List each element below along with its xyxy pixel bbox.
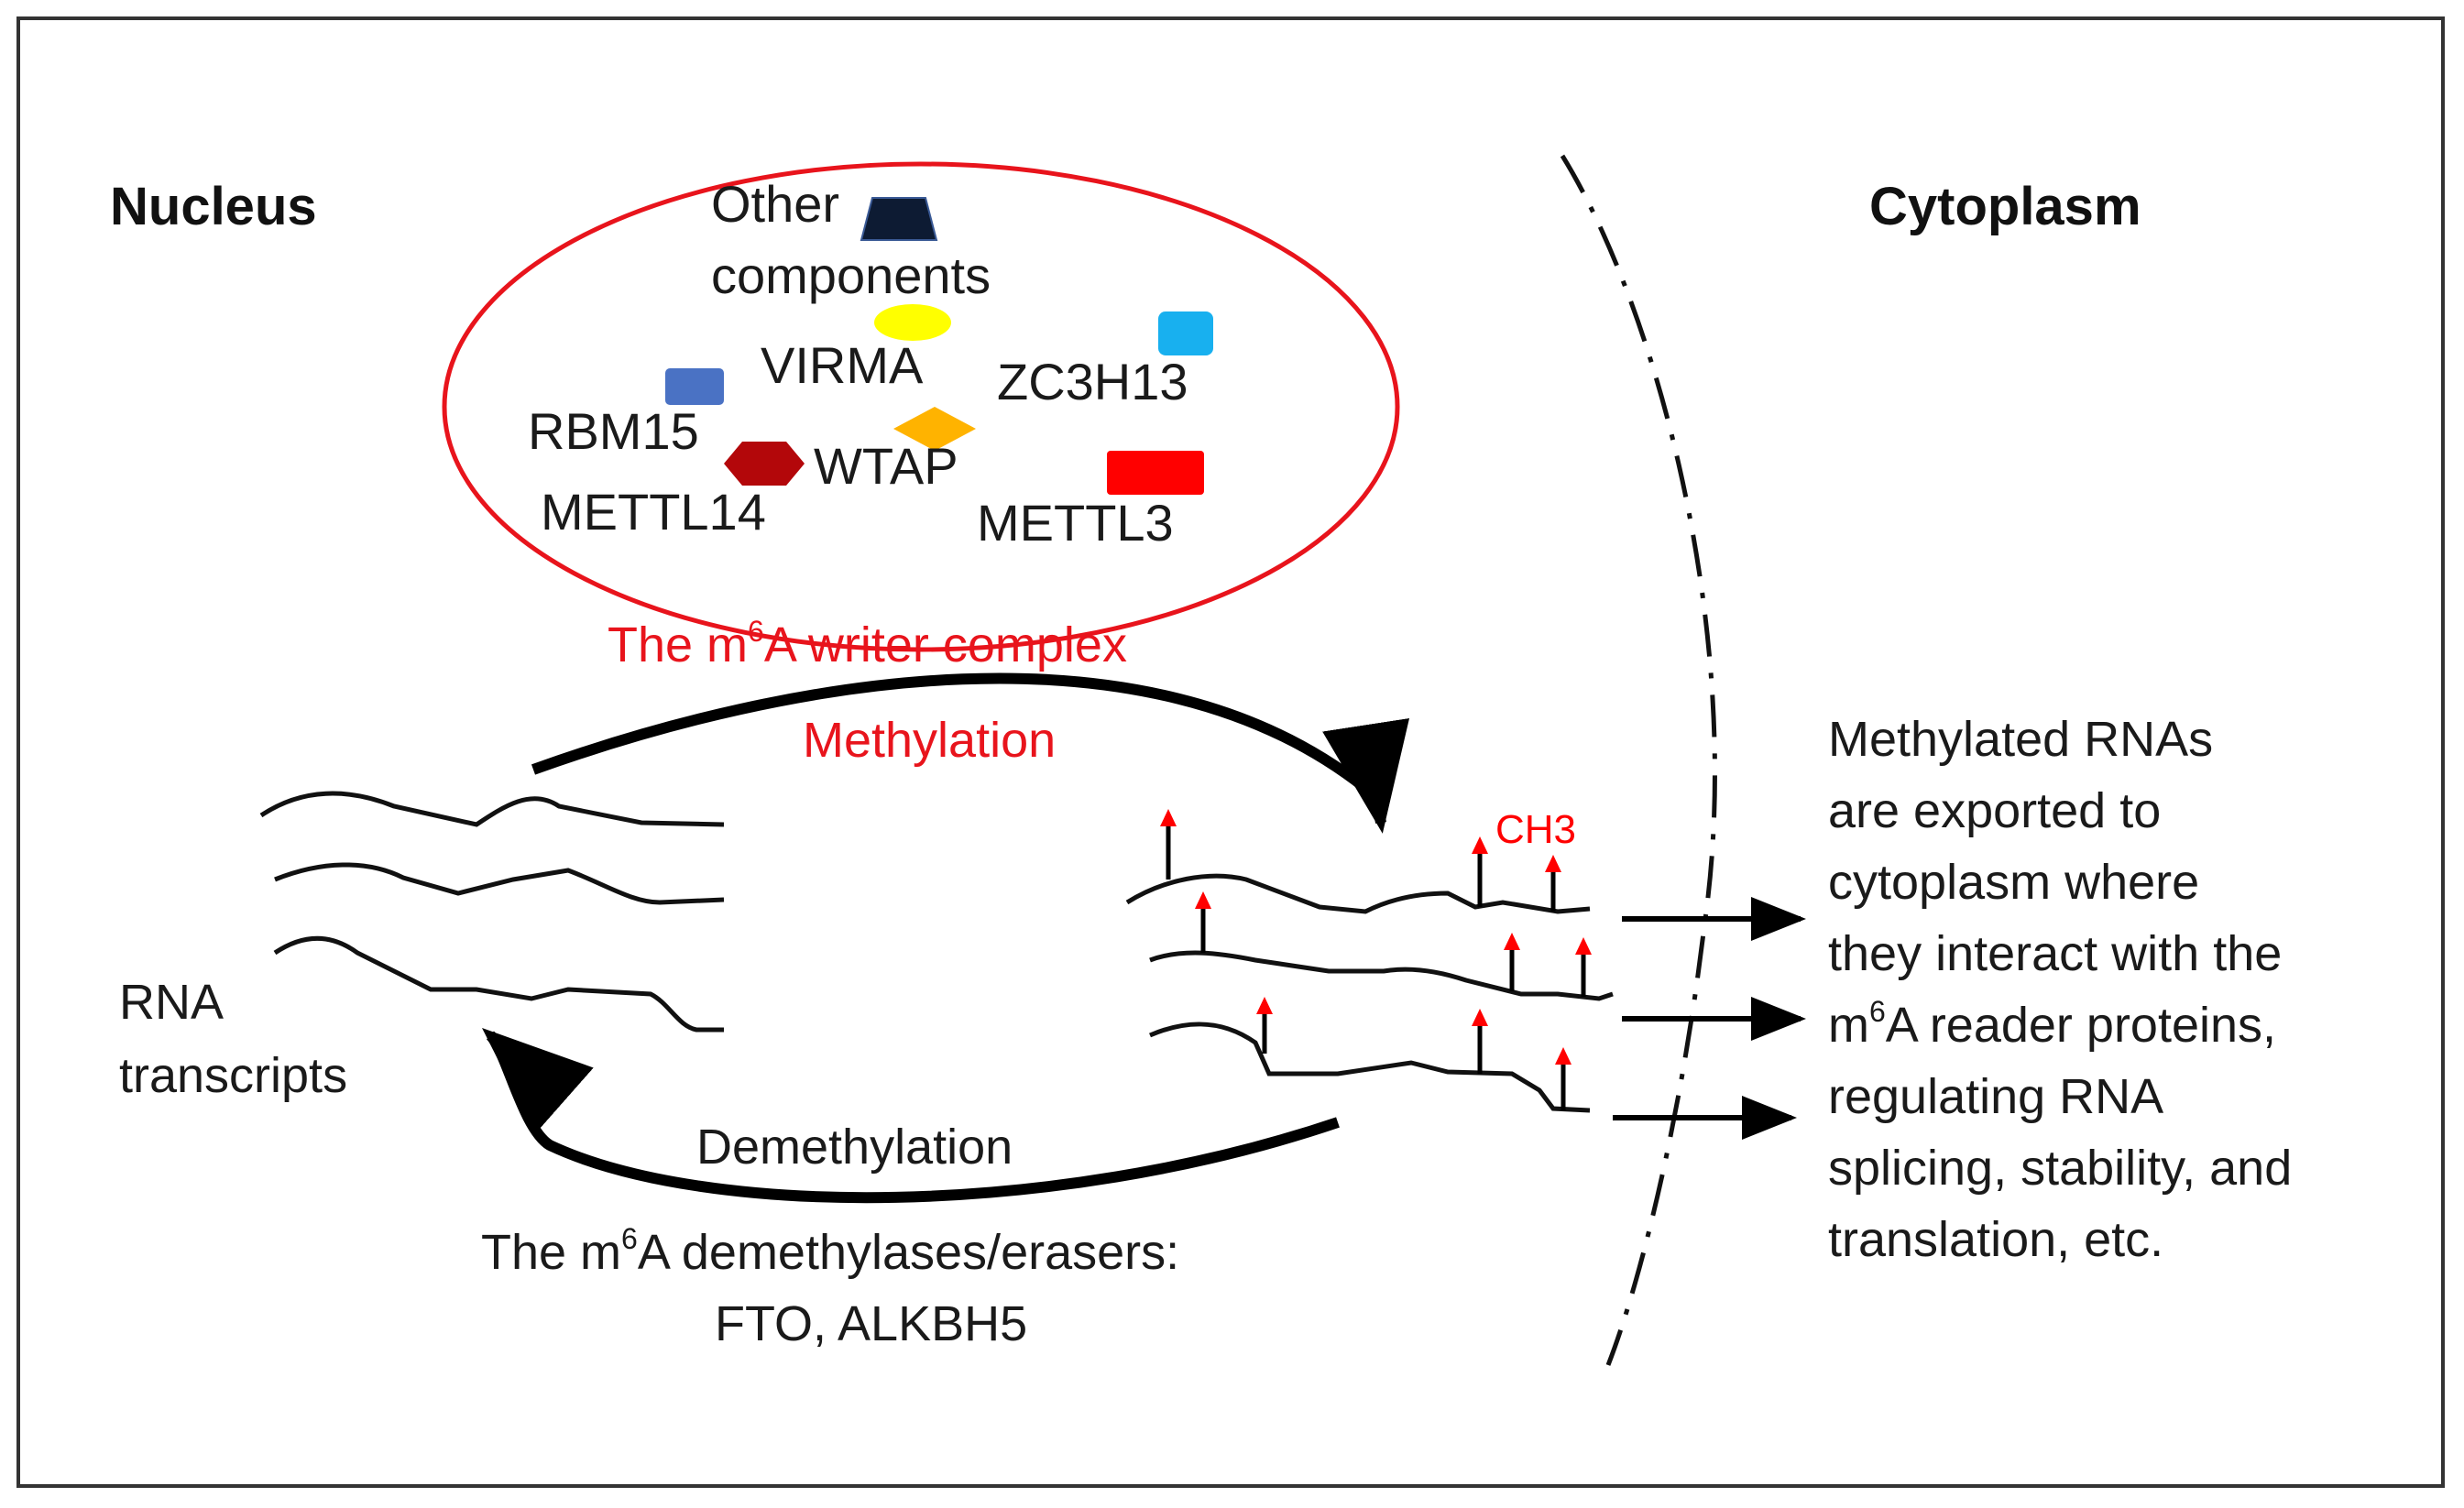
export-line-6: regulating RNA [1828,1069,2163,1124]
demethylation-label: Demethylation [696,1120,1013,1175]
export-description: Methylated RNAs are exported to cytoplas… [1828,712,2292,1267]
methylated-rna-3 [1149,1022,1591,1113]
other-components-label-line2: components [711,246,991,304]
rbm15-label: RBM15 [528,402,699,460]
rbm15-icon [665,368,724,405]
methylation-label: Methylation [803,713,1056,768]
methyl-mark-head [1545,855,1561,872]
zc3h13-icon [1158,311,1213,355]
export-line-7: splicing, stability, and [1828,1141,2292,1196]
demethylation-arrow [482,1028,1340,1204]
mettl3-label: METTL3 [977,494,1174,552]
rna-transcript-2 [274,862,725,905]
wtap-icon [893,407,976,451]
export-line-8: translation, etc. [1828,1212,2163,1267]
mettl14-icon [724,442,805,486]
methyl-marks [1160,809,1592,1110]
rna-transcripts-label-line2: transcripts [119,1048,347,1103]
methyl-mark-head [1504,933,1520,950]
ch3-label: CH3 [1495,807,1576,852]
methyl-mark-head [1256,997,1273,1014]
erasers-line2: FTO, ALKBH5 [715,1296,1027,1351]
methylation-arrow [531,672,1409,834]
export-line-4: they interact with the [1828,926,2282,981]
export-line-2: are exported to [1828,783,2161,838]
methyl-mark-head [1575,937,1592,955]
mettl3-icon [1107,451,1204,495]
zc3h13-label: ZC3H13 [997,353,1188,410]
writer-complex-ellipse [442,161,1400,652]
methyl-mark-head [1472,1009,1488,1026]
methyl-mark-head [1160,809,1177,826]
nucleus-label: Nucleus [110,177,317,236]
rna-transcript-1 [259,791,725,827]
rna-transcripts-label-line1: RNA [119,975,224,1030]
methyl-mark-head [1195,891,1211,909]
methylated-rna-1 [1125,873,1591,914]
rna-transcript-3 [273,935,724,1033]
methyl-mark-head [1472,836,1488,854]
virma-label: VIRMA [761,336,924,394]
wtap-label: WTAP [814,437,958,495]
export-line-5: m6A reader proteins, [1828,995,2276,1053]
methylated-rna-2 [1149,950,1614,1001]
writer-complex-caption: The m6A writer complex [608,615,1127,672]
other-components-icon [860,197,938,241]
mettl14-label: METTL14 [541,483,766,541]
erasers-line1: The m6A demethylases/erasers: [481,1222,1179,1280]
cytoplasm-label: Cytoplasm [1869,177,2141,236]
methyl-mark-head [1555,1047,1571,1065]
other-components-label-line1: Other [711,175,839,233]
nuclear-membrane [1560,154,1717,1366]
figure-frame [16,16,2445,1488]
export-line-3: cytoplasm where [1828,855,2199,910]
export-line-1: Methylated RNAs [1828,712,2213,767]
virma-icon [874,304,951,341]
